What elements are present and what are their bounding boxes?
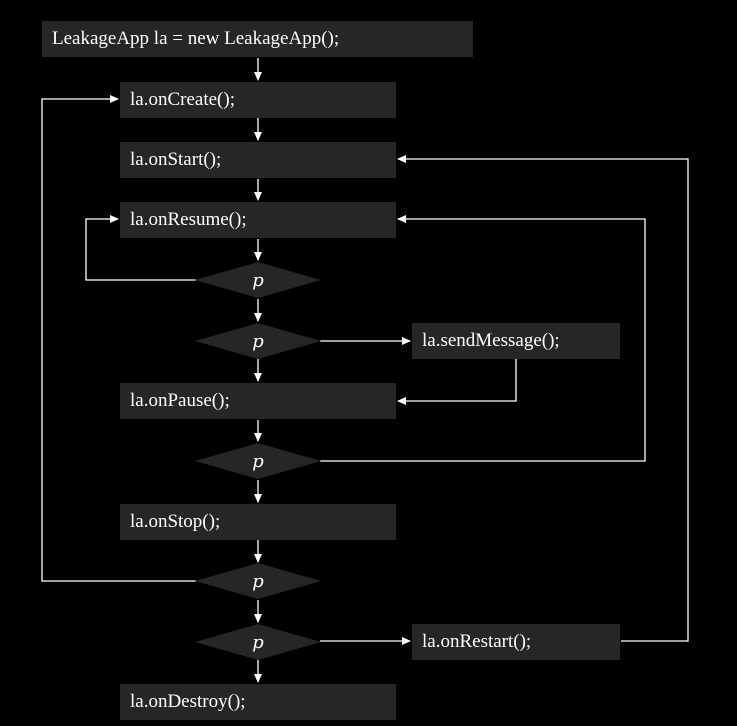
onstart-label: la.onStart(); — [130, 149, 222, 170]
decision-2-label: p — [252, 330, 264, 352]
ondestroy-box: la.onDestroy(); — [120, 684, 396, 720]
onrestart-box: la.onRestart(); — [412, 624, 620, 660]
decision-3-label: p — [252, 450, 264, 472]
decision-diamond-4: p — [195, 563, 321, 599]
arrow-d4-to-oncreate — [41, 95, 196, 582]
init-box: LeakageApp la = new LeakageApp(); — [42, 21, 473, 57]
sendmessage-label: la.sendMessage(); — [422, 330, 560, 351]
onstart-box: la.onStart(); — [120, 142, 396, 178]
sendmessage-box: la.sendMessage(); — [412, 323, 620, 359]
decision-diamond-3: p — [195, 443, 321, 479]
decision-diamond-2: p — [195, 323, 321, 359]
decision-1-label: p — [252, 269, 264, 291]
onstop-box: la.onStop(); — [120, 504, 396, 540]
onrestart-label: la.onRestart(); — [422, 631, 532, 652]
arrow-d3-to-onresume — [320, 215, 646, 462]
arrow-onrestart-to-onstart — [397, 155, 689, 642]
ondestroy-label: la.onDestroy(); — [130, 691, 246, 712]
decision-diamond-1: p — [195, 262, 321, 298]
arrow-sendmessage-to-onpause — [397, 359, 517, 405]
oncreate-box: la.onCreate(); — [120, 82, 396, 118]
onpause-box: la.onPause(); — [120, 383, 396, 419]
onresume-label: la.onResume(); — [130, 209, 247, 230]
onresume-box: la.onResume(); — [120, 202, 396, 238]
arrow-d1-to-onresume — [85, 215, 196, 281]
onstop-label: la.onStop(); — [130, 511, 221, 532]
decision-diamond-5: p — [195, 624, 321, 660]
onpause-label: la.onPause(); — [130, 390, 230, 411]
init-label: LeakageApp la = new LeakageApp(); — [52, 28, 340, 49]
decision-5-label: p — [252, 631, 264, 653]
decision-4-label: p — [252, 570, 264, 592]
oncreate-label: la.onCreate(); — [130, 89, 235, 110]
